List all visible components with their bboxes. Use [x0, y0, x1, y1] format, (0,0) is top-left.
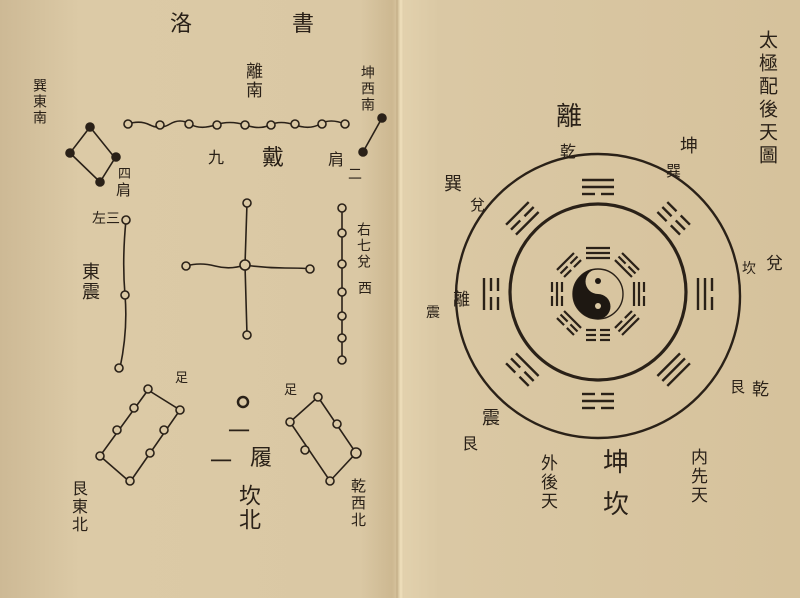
label-kan: 坎: [603, 490, 630, 520]
label-two: 二: [348, 167, 362, 183]
label-ne-sub: 巽: [666, 162, 682, 180]
label-west: 西: [358, 281, 372, 297]
label-nw: 巽: [444, 174, 462, 195]
label-one: 一: [210, 450, 233, 475]
label-shoulder-right: 肩: [328, 150, 345, 169]
label-lu: 履: [250, 446, 273, 471]
label-outer-later-heaven: 外後天: [537, 454, 557, 511]
label-west: 離: [449, 290, 469, 309]
label-gen-northeast: 艮東北: [69, 480, 88, 534]
luoshu-title: 洛書: [170, 12, 415, 37]
label-sw: 震: [482, 408, 500, 429]
label-southwest: 坤西南: [359, 65, 375, 113]
label-east: 東震: [79, 262, 100, 302]
label-dai: 戴: [262, 146, 285, 171]
label-one-top: 一: [228, 420, 251, 445]
label-east: 兌: [766, 254, 783, 274]
label-southeast: 巽東南: [31, 78, 47, 126]
label-right-seven: 右七兌: [355, 222, 371, 270]
label-foot-right: 足: [284, 383, 298, 398]
label-nw-sub: 兌: [470, 196, 486, 214]
label-nine: 九: [208, 148, 225, 167]
taiji-title: 太極配後天圖: [756, 30, 778, 168]
label-sw-sub: 艮: [462, 434, 479, 453]
label-four: 四: [118, 167, 132, 182]
label-left-three: 左三: [92, 211, 120, 227]
label-kan-north: 坎北: [235, 484, 260, 532]
label-east-sub: 坎: [742, 261, 756, 277]
label-se-sub: 艮: [730, 378, 746, 396]
label-top-sub: 乾: [560, 142, 577, 161]
label-qian-northwest: 乾西北: [349, 478, 367, 529]
label-kun: 坤: [603, 448, 630, 478]
label-west-sub: 震: [426, 305, 440, 321]
label-ne: 坤: [680, 136, 698, 157]
label-shoulder-left: 肩: [116, 181, 132, 199]
label-top: 離: [556, 102, 583, 132]
label-south: 離南: [242, 62, 262, 100]
label-se: 乾: [752, 380, 769, 400]
label-inner-former-heaven: 内先天: [687, 448, 707, 505]
label-foot-left: 足: [175, 371, 189, 386]
